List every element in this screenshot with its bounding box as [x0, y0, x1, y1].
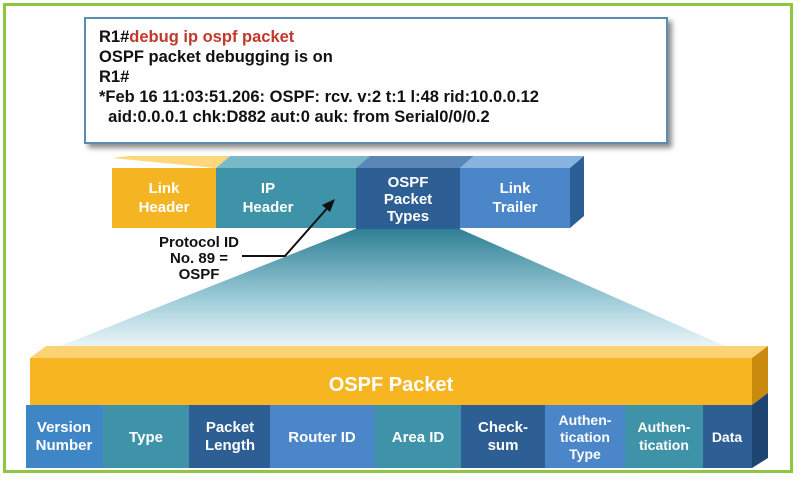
- protocol-note-line: OSPF: [179, 266, 220, 283]
- arrow-head-icon: [322, 199, 335, 212]
- terminal-line-2: OSPF packet debugging is on: [99, 48, 333, 66]
- terminal-prompt: R1#: [99, 28, 130, 46]
- ospf-packet-title: OSPF Packet: [329, 374, 454, 396]
- field-label: Length: [205, 437, 255, 454]
- field-label: Number: [36, 437, 93, 454]
- field-packet-length: [189, 405, 270, 468]
- frame-ip-header: IP Header: [216, 156, 370, 228]
- frame-label: Header: [243, 199, 294, 216]
- slide-border: [3, 3, 793, 473]
- field-label: Area ID: [392, 429, 445, 446]
- frame-link-trailer: Link Trailer: [460, 156, 584, 228]
- field-label: tication: [639, 437, 689, 453]
- frame-ospf-packet-types: OSPF Packet Types: [356, 156, 474, 229]
- frame-label: Link: [500, 180, 531, 197]
- terminal-line-4: *Feb 16 11:03:51.206: OSPF: rcv. v:2 t:1…: [99, 88, 539, 106]
- field-label: Authen-: [559, 412, 612, 428]
- frame-label: Packet: [384, 191, 432, 208]
- terminal-line-3: R1#: [99, 68, 130, 86]
- protocol-note-line: No. 89 =: [170, 250, 228, 267]
- protocol-note-line: Protocol ID: [159, 234, 239, 251]
- field-data: [703, 405, 752, 468]
- field-router-id: [270, 405, 375, 468]
- field-label: sum: [488, 437, 519, 454]
- frame-link-header: Link Header: [112, 156, 230, 228]
- fields-side-face: [752, 393, 768, 468]
- field-label: Version: [37, 419, 91, 436]
- pointer-arrow: [242, 204, 331, 257]
- field-label: Authen-: [638, 419, 691, 435]
- ospf-packet-bar: OSPF Packet: [30, 346, 768, 405]
- field-label: Check-: [478, 419, 528, 436]
- terminal-command: debug ip ospf packet: [129, 28, 295, 46]
- field-area-id: [375, 405, 461, 468]
- terminal-output: R1#debug ip ospf packet OSPF packet debu…: [84, 17, 668, 144]
- frame-label: Header: [139, 199, 190, 216]
- field-label: Router ID: [288, 429, 356, 446]
- field-label: tication: [560, 429, 610, 445]
- field-version-number: [26, 405, 103, 468]
- field-label: Type: [129, 429, 163, 446]
- protocol-id-note: Protocol ID No. 89 = OSPF: [159, 199, 335, 283]
- ospf-fields: Version Number Type Packet Length Router…: [26, 393, 768, 468]
- expansion-funnel: [30, 229, 752, 358]
- field-authentication: [625, 405, 703, 468]
- frame-label: OSPF: [388, 174, 429, 191]
- terminal-line-1: R1#debug ip ospf packet: [99, 27, 666, 47]
- frame-label: Link: [149, 180, 180, 197]
- frame-label: Trailer: [492, 199, 537, 216]
- field-label: Data: [712, 429, 743, 445]
- field-auth-type: [545, 405, 625, 468]
- field-checksum: [461, 405, 545, 468]
- frame-label: Types: [387, 208, 429, 225]
- field-label: Type: [569, 446, 601, 462]
- field-label: Packet: [206, 419, 254, 436]
- frame-label: IP: [261, 180, 275, 197]
- field-type: [103, 405, 189, 468]
- terminal-line-5: aid:0.0.0.1 chk:D882 aut:0 auk: from Ser…: [99, 108, 490, 126]
